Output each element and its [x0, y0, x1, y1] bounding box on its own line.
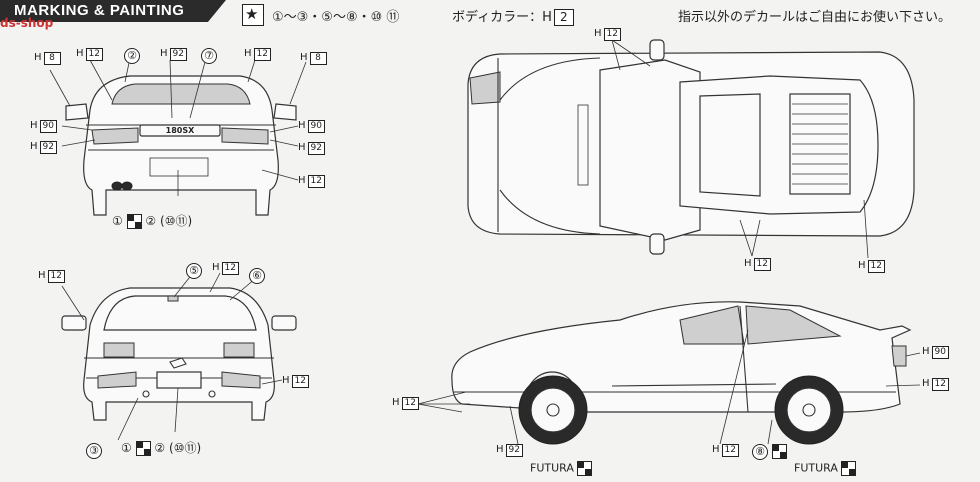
- rear-plate-text: 180SX: [165, 126, 195, 135]
- front-callout-num-5: ⑤: [186, 259, 202, 279]
- checker-decal-icon: [577, 461, 593, 476]
- star-badge: ★: [242, 4, 264, 26]
- checker-decal-icon: [135, 441, 151, 456]
- futura-label-front: FUTURA: [530, 461, 593, 476]
- checker-decal-icon: [126, 214, 142, 229]
- rear-callout-num-7: ⑦: [201, 44, 217, 64]
- front-callout-num-6: ⑥: [249, 264, 265, 284]
- section-title: MARKING & PAINTING: [0, 0, 226, 22]
- checker-decal-icon: [841, 461, 857, 476]
- body-color-code: 2: [553, 9, 574, 26]
- watermark-text: ds-shop: [0, 16, 54, 30]
- futura-label-rear: FUTURA: [794, 461, 857, 476]
- front-decal-line: ① ② (⑩⑪): [121, 441, 202, 456]
- decal-note: 指示以外のデカールはご自由にお使い下さい。: [678, 10, 952, 25]
- side-view-car: [417, 301, 921, 445]
- checker-decal-icon: [771, 444, 787, 459]
- top-view-car: [467, 39, 915, 259]
- rear-callout-num-2: ②: [124, 44, 140, 64]
- front-view-car: [61, 272, 297, 441]
- rear-decal-line: ① ② (⑩⑪): [112, 214, 193, 229]
- front-callout-num-3: ③: [86, 439, 102, 459]
- side-callout-num-8: ⑧: [752, 444, 787, 460]
- rear-view-car: [49, 57, 307, 216]
- star-decal-list: ①〜③・⑤〜⑧・⑩ ⑪: [272, 10, 400, 25]
- star-icon: ★: [245, 5, 259, 23]
